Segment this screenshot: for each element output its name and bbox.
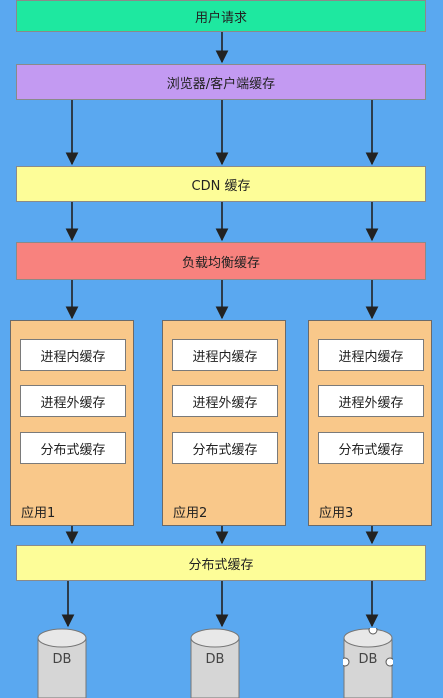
load-balancer-cache-label: 负载均衡缓存	[181, 255, 260, 271]
browser-cache-box: 浏览器/客户端缓存	[16, 64, 426, 100]
distributed-cache-client-box: 分布式缓存	[172, 432, 278, 464]
database-1: DB	[37, 628, 87, 698]
cache-label: 进程内缓存	[338, 349, 404, 365]
application-box-3: 进程内缓存 进程外缓存 分布式缓存 应用3	[308, 320, 432, 526]
application-label: 应用3	[319, 506, 354, 521]
out-of-process-cache-box: 进程外缓存	[172, 385, 278, 417]
user-request-box: 用户请求	[16, 0, 426, 32]
cache-label: 进程外缓存	[338, 395, 404, 411]
in-process-cache-box: 进程内缓存	[172, 339, 278, 371]
cache-label: 进程内缓存	[40, 349, 106, 365]
out-of-process-cache-box: 进程外缓存	[20, 385, 126, 417]
user-request-label: 用户请求	[194, 10, 247, 26]
database-label: DB	[52, 652, 72, 667]
cdn-cache-label: CDN 缓存	[191, 178, 251, 194]
cache-label: 进程外缓存	[192, 395, 258, 411]
browser-cache-label: 浏览器/客户端缓存	[166, 76, 276, 92]
out-of-process-cache-box: 进程外缓存	[318, 385, 424, 417]
cache-label: 分布式缓存	[40, 442, 106, 458]
in-process-cache-box: 进程内缓存	[318, 339, 424, 371]
cache-label: 分布式缓存	[192, 442, 258, 458]
distributed-cache-label: 分布式缓存	[188, 557, 254, 573]
distributed-cache-client-box: 分布式缓存	[20, 432, 126, 464]
database-label: DB	[358, 652, 378, 667]
cache-label: 进程外缓存	[40, 395, 106, 411]
distributed-cache-box: 分布式缓存	[16, 545, 426, 581]
selection-handle-icon	[368, 628, 378, 635]
database-2: DB	[190, 628, 240, 698]
cache-label: 进程内缓存	[192, 349, 258, 365]
selection-handle-icon	[343, 657, 350, 667]
in-process-cache-box: 进程内缓存	[20, 339, 126, 371]
application-label: 应用1	[21, 506, 56, 521]
application-box-1: 进程内缓存 进程外缓存 分布式缓存 应用1	[10, 320, 134, 526]
cache-label: 分布式缓存	[338, 442, 404, 458]
selection-handle-icon	[385, 657, 393, 667]
database-3: DB	[343, 628, 393, 698]
database-label: DB	[205, 652, 225, 667]
cdn-cache-box: CDN 缓存	[16, 166, 426, 202]
distributed-cache-client-box: 分布式缓存	[318, 432, 424, 464]
application-box-2: 进程内缓存 进程外缓存 分布式缓存 应用2	[162, 320, 286, 526]
load-balancer-cache-box: 负载均衡缓存	[16, 242, 426, 280]
application-label: 应用2	[173, 506, 208, 521]
